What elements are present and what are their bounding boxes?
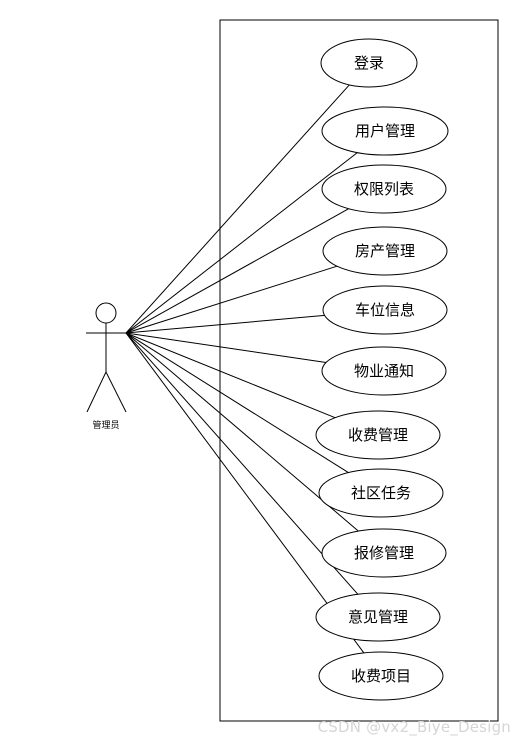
use-case-label: 意见管理 xyxy=(348,608,408,626)
use-case-label: 收费管理 xyxy=(348,426,408,444)
use-case-community-task: 社区任务 xyxy=(318,468,444,518)
use-case-property-management: 房产管理 xyxy=(322,226,448,276)
use-case-fee-management: 收费管理 xyxy=(315,410,441,460)
use-case-label: 登录 xyxy=(354,54,384,72)
use-case-permission-list: 权限列表 xyxy=(321,164,447,214)
association-line xyxy=(125,332,365,654)
use-case-parking-info: 车位信息 xyxy=(322,285,448,335)
use-case-label: 报修管理 xyxy=(354,544,414,562)
use-case-feedback-management: 意见管理 xyxy=(315,592,441,642)
watermark-text: CSDN @vx2_Biye_Design xyxy=(317,718,511,736)
association-line xyxy=(125,332,336,419)
association-line xyxy=(125,332,349,474)
use-cases: 登录 用户管理 权限列表 房产管理 车位信息 物业通知 收费管理 社区任务 xyxy=(315,38,449,701)
use-case-label: 房产管理 xyxy=(355,242,415,260)
actor-head-icon xyxy=(95,302,117,324)
actor-left-leg xyxy=(86,371,107,413)
association-line xyxy=(125,332,359,532)
use-case-repair-management: 报修管理 xyxy=(321,528,447,578)
system-boundary xyxy=(219,19,499,722)
association-lines xyxy=(125,84,365,654)
use-case-user-management: 用户管理 xyxy=(321,106,449,156)
association-line xyxy=(125,84,350,334)
association-line xyxy=(125,265,338,334)
actor-right-leg xyxy=(105,371,127,413)
association-line xyxy=(125,332,327,363)
use-case-fee-items: 收费项目 xyxy=(318,651,444,701)
use-case-label: 社区任务 xyxy=(351,484,411,502)
use-case-label: 用户管理 xyxy=(355,122,415,140)
use-case-label: 物业通知 xyxy=(354,362,414,380)
use-case-login: 登录 xyxy=(320,38,418,88)
use-case-label: 车位信息 xyxy=(355,301,415,319)
association-line xyxy=(125,208,349,334)
actor-label: 管理员 xyxy=(92,419,119,431)
use-case-label: 权限列表 xyxy=(354,180,414,198)
actor-admin: 管理员 xyxy=(86,302,127,431)
association-line xyxy=(125,332,359,595)
use-case-property-notice: 物业通知 xyxy=(321,346,447,396)
association-line xyxy=(125,314,325,334)
use-case-label: 收费项目 xyxy=(351,667,411,685)
association-line xyxy=(125,152,358,334)
